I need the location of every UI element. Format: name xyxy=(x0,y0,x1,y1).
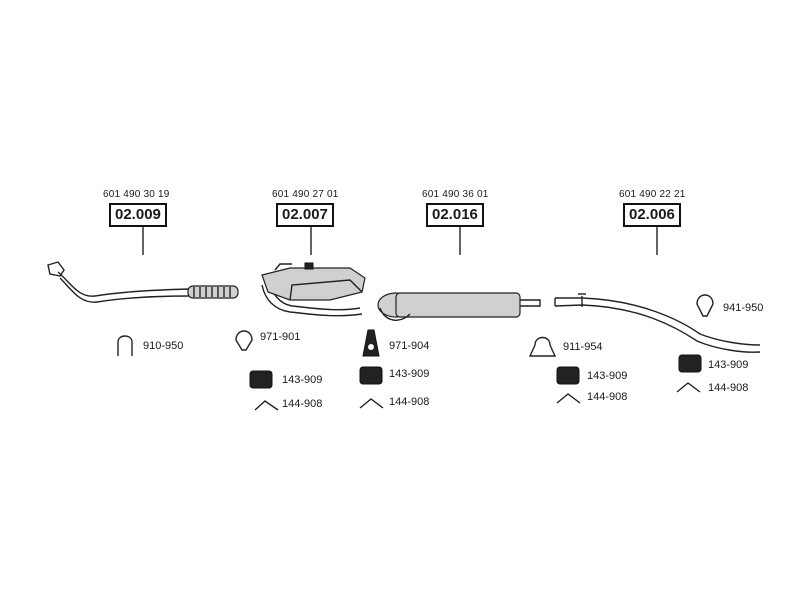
rubber-mount-icon-2 xyxy=(359,366,383,385)
bracket-icon xyxy=(362,329,380,357)
part-label-143-909-2: 143-909 xyxy=(389,368,430,380)
part-label-143-909-4: 143-909 xyxy=(708,359,749,371)
part-label-143-909-1: 143-909 xyxy=(282,374,323,386)
gasket-icon-4 xyxy=(676,382,701,393)
part-label-911-954: 911-954 xyxy=(563,341,603,353)
code-box-2[interactable]: 02.007 xyxy=(276,203,334,227)
clamp-saddle-icon xyxy=(528,336,557,357)
part-label-910-950: 910-950 xyxy=(143,340,184,352)
part-label-971-901: 971-901 xyxy=(260,331,301,343)
front-pipe-drawing xyxy=(47,261,239,303)
part-label-144-908-4: 144-908 xyxy=(708,382,749,394)
gasket-icon-1 xyxy=(254,400,279,411)
rear-silencer-drawing xyxy=(377,292,541,321)
ref-number-3: 601 490 36 01 xyxy=(422,189,489,200)
part-label-971-904: 971-904 xyxy=(389,340,430,352)
part-label-144-908-1: 144-908 xyxy=(282,398,323,410)
middle-silencer-drawing xyxy=(261,262,366,317)
code-box-3[interactable]: 02.016 xyxy=(426,203,484,227)
code-box-4[interactable]: 02.006 xyxy=(623,203,681,227)
u-bolt-icon xyxy=(117,335,133,356)
rubber-mount-icon-1 xyxy=(249,370,273,389)
gasket-icon-3 xyxy=(556,393,581,404)
part-label-143-909-3: 143-909 xyxy=(587,370,628,382)
part-label-144-908-3: 144-908 xyxy=(587,391,628,403)
gasket-icon-2 xyxy=(359,398,384,409)
clamp-ring-icon-2 xyxy=(696,294,714,317)
part-label-144-908-2: 144-908 xyxy=(389,396,430,408)
ref-number-2: 601 490 27 01 xyxy=(272,189,339,200)
tail-pipe-drawing xyxy=(554,293,761,353)
code-box-1[interactable]: 02.009 xyxy=(109,203,167,227)
rubber-mount-icon-3 xyxy=(556,366,580,385)
ref-number-1: 601 490 30 19 xyxy=(103,189,170,200)
rubber-mount-icon-4 xyxy=(678,354,702,373)
clamp-ring-icon-1 xyxy=(235,330,253,351)
ref-number-4: 601 490 22 21 xyxy=(619,189,686,200)
part-label-941-950: 941-950 xyxy=(723,302,764,314)
